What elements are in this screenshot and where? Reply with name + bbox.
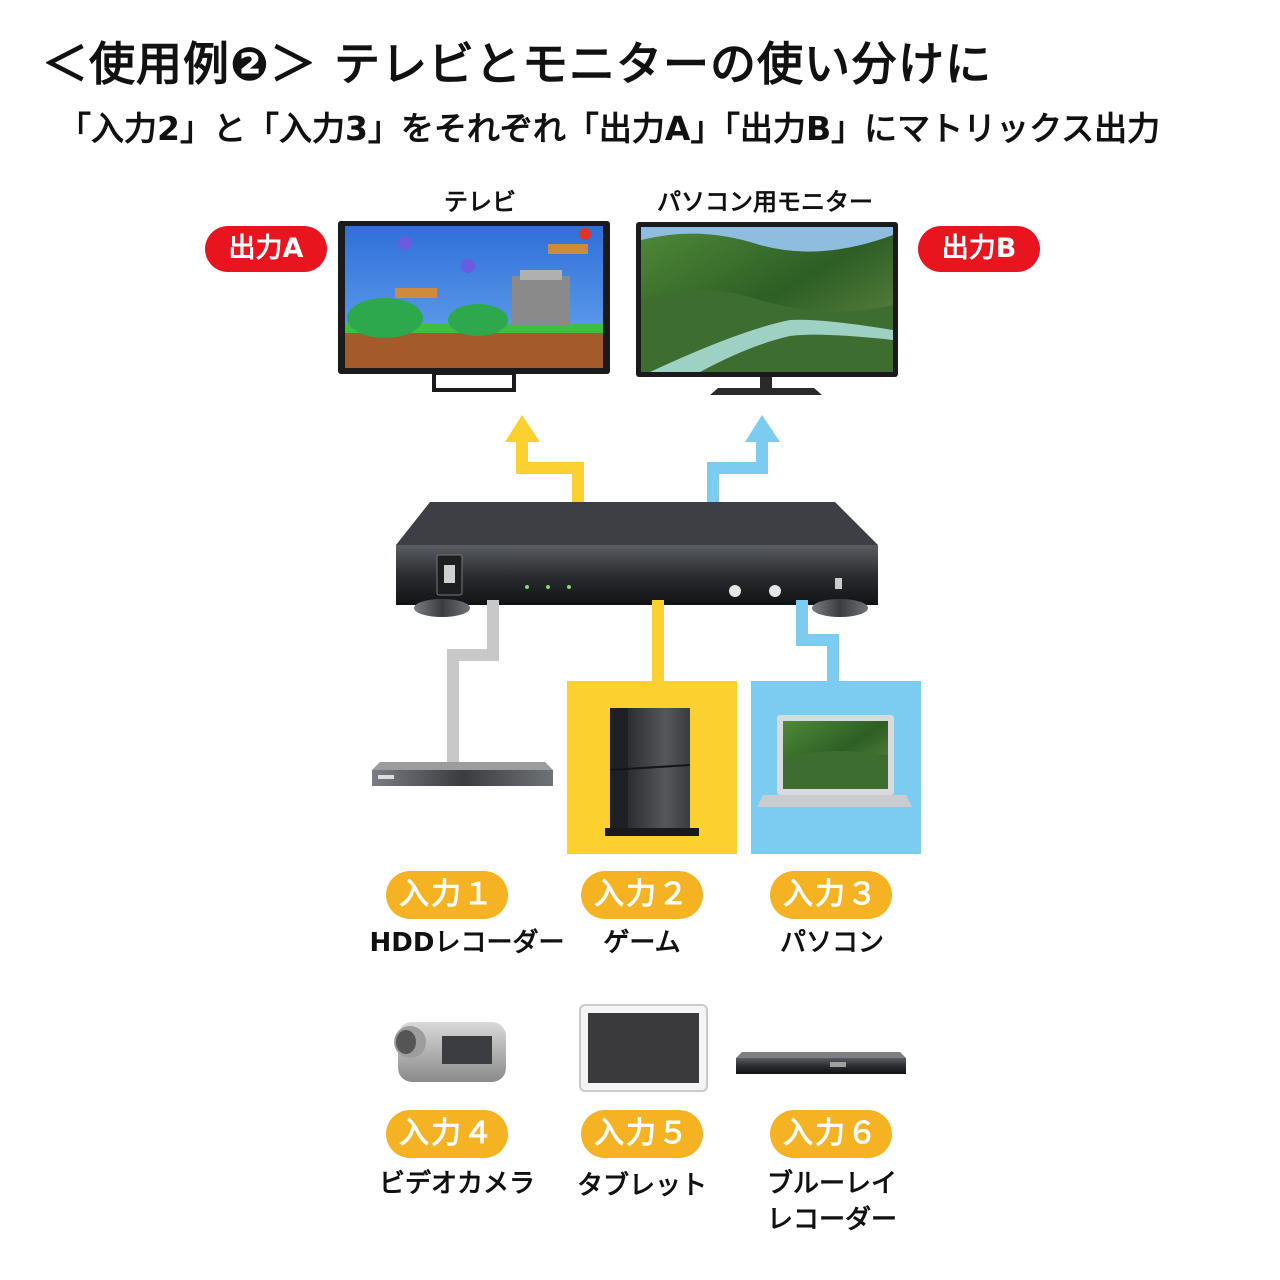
- input2-label: ゲーム: [603, 928, 681, 958]
- output-a-badge: 出力A: [205, 226, 327, 272]
- input6-label-line2: レコーダー: [766, 1205, 897, 1235]
- output-b-badge: 出力B: [918, 226, 1040, 272]
- arrow-up-blue: [745, 415, 780, 442]
- game-console-icon: [605, 708, 699, 836]
- bluray-recorder-icon: [736, 1052, 906, 1074]
- input6-badge: 入力６: [770, 1110, 892, 1158]
- monitor-label: パソコン用モニター: [657, 188, 873, 216]
- page-title: ＜使用例❷＞ テレビとモニターの使い分けに: [42, 37, 992, 91]
- input5-badge: 入力５: [581, 1110, 703, 1158]
- page-subtitle: 「入力2」と「入力3」をそれぞれ「出力A」「出力B」にマトリックス出力: [58, 109, 1161, 148]
- input6-label: ブルーレイ: [766, 1169, 897, 1199]
- monitor-icon: [636, 222, 898, 395]
- input3-badge: 入力３: [770, 871, 892, 919]
- hdd-recorder-icon: [372, 762, 553, 786]
- input3-label: パソコン: [779, 928, 884, 958]
- input4-label: ビデオカメラ: [378, 1169, 535, 1199]
- input5-label: タブレット: [576, 1171, 707, 1201]
- arrow-up-yellow: [505, 415, 540, 442]
- tablet-icon: [579, 1004, 708, 1092]
- matrix-switch-icon: [396, 502, 878, 617]
- tv-label: テレビ: [444, 188, 516, 216]
- input1-badge: 入力１: [386, 871, 508, 919]
- input1-label: HDDレコーダー: [369, 928, 565, 958]
- laptop-icon: [757, 715, 912, 807]
- input2-badge: 入力２: [581, 871, 703, 919]
- tv-icon: [338, 221, 610, 392]
- video-camera-icon: [394, 1022, 506, 1082]
- input4-badge: 入力４: [386, 1110, 508, 1158]
